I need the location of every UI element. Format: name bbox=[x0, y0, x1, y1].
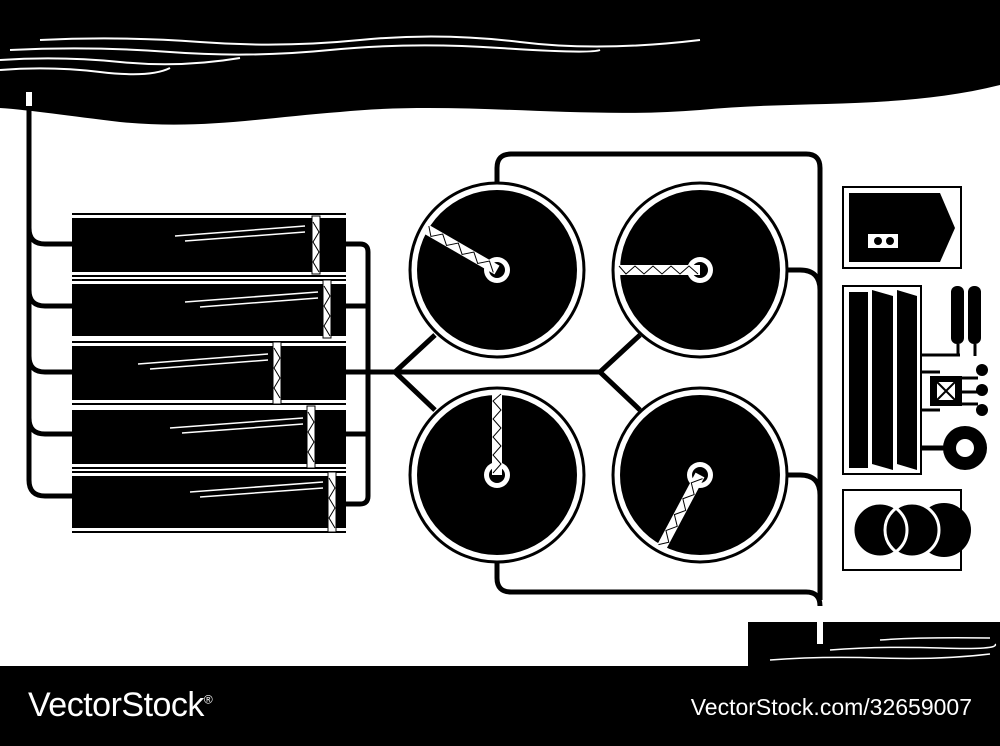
watermark-brand: VectorStock® bbox=[28, 686, 213, 725]
storage-tanks bbox=[842, 489, 971, 571]
treatment-plant-diagram bbox=[0, 0, 1000, 666]
river-source bbox=[0, 0, 1000, 125]
filter-unit bbox=[842, 285, 922, 475]
sedimentation-tank bbox=[72, 341, 346, 405]
sedimentation-tanks bbox=[72, 213, 346, 533]
outlet-basin bbox=[748, 620, 1000, 666]
distribution-pipe bbox=[346, 333, 642, 412]
clarifier-tank bbox=[408, 386, 586, 564]
control-panel-icon bbox=[842, 186, 962, 269]
river-waves bbox=[0, 35, 701, 76]
scraper-arm bbox=[657, 472, 705, 550]
clarifier-tank bbox=[611, 181, 789, 359]
intake-branches bbox=[26, 227, 72, 437]
sedimentation-tank bbox=[72, 279, 346, 339]
clarifier-tank bbox=[408, 181, 586, 359]
sedimentation-tank bbox=[72, 471, 346, 533]
sedimentation-tank bbox=[72, 405, 346, 469]
sedimentation-tank bbox=[72, 213, 346, 277]
clarifier-side-pipes bbox=[787, 267, 823, 496]
clarifier-bottom-pipe bbox=[494, 562, 823, 607]
watermark-image-id: VectorStock.com/32659007 bbox=[690, 694, 972, 720]
clarifier-top-pipe bbox=[494, 151, 823, 600]
scraper-arm bbox=[618, 265, 700, 275]
watermark-bar: VectorStock® VectorStock.com/32659007 bbox=[0, 666, 1000, 746]
intake-pipe bbox=[26, 92, 72, 499]
scraper-arm bbox=[423, 224, 500, 275]
watermark-registered-mark: ® bbox=[203, 692, 213, 707]
clarifier-tank bbox=[611, 386, 789, 564]
watermark-brand-text: VectorStock bbox=[28, 686, 204, 724]
scraper-arm bbox=[492, 393, 502, 475]
pump-motor bbox=[921, 286, 988, 470]
